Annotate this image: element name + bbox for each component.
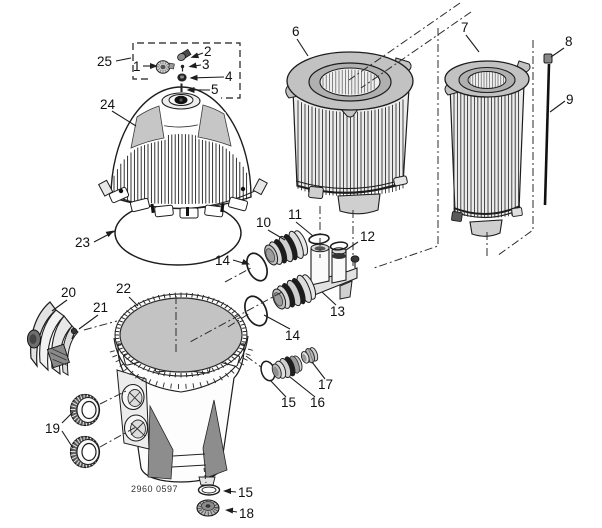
callout-2: 2 bbox=[204, 44, 212, 59]
filter-cartridge-large bbox=[285, 51, 414, 215]
drain-plug bbox=[196, 499, 220, 517]
cartridge-pleats bbox=[297, 99, 404, 196]
tie-rod bbox=[543, 53, 553, 206]
union-nut-upper bbox=[69, 393, 101, 427]
cartridge-core-pleats bbox=[469, 72, 504, 88]
leader-lines bbox=[51, 34, 566, 514]
callout-12: 12 bbox=[360, 229, 375, 244]
callout-15-side: 15 bbox=[281, 395, 296, 410]
union-adapter-upper bbox=[264, 230, 309, 266]
callout-7: 7 bbox=[461, 20, 469, 35]
dome-ribs bbox=[113, 134, 248, 204]
callout-14-lower: 14 bbox=[285, 328, 301, 343]
callout-10: 10 bbox=[256, 215, 271, 230]
callout-labels: 25 1 2 3 4 5 24 23 6 7 8 9 10 11 12 13 1… bbox=[45, 20, 574, 521]
cartridge-core-pleats bbox=[322, 69, 375, 95]
lid-clamp-tab bbox=[129, 197, 151, 213]
callout-14-upper: 14 bbox=[215, 253, 231, 268]
alignment-lines bbox=[83, 2, 534, 484]
manifold-pipe-tall bbox=[310, 246, 330, 286]
callout-22: 22 bbox=[116, 281, 131, 296]
lid-clamp-tab bbox=[108, 186, 130, 204]
lid-panel-right bbox=[197, 104, 232, 147]
callout-3: 3 bbox=[202, 57, 210, 72]
callout-17: 17 bbox=[318, 377, 333, 392]
valve-screw bbox=[180, 64, 185, 72]
callout-18: 18 bbox=[239, 506, 254, 521]
callout-8: 8 bbox=[565, 34, 573, 49]
callout-1: 1 bbox=[133, 59, 141, 74]
outlet-manifold bbox=[304, 243, 360, 300]
stub-o-ring bbox=[329, 241, 349, 251]
callout-11: 11 bbox=[288, 207, 302, 222]
arrowheads bbox=[105, 52, 250, 514]
callout-4: 4 bbox=[225, 69, 233, 84]
callout-5: 5 bbox=[211, 82, 219, 97]
callout-20: 20 bbox=[61, 285, 76, 300]
filter-tank-body bbox=[109, 292, 253, 486]
pipe-o-ring bbox=[308, 233, 330, 245]
drain-boss bbox=[198, 476, 216, 486]
drain-fitting-body bbox=[271, 355, 303, 379]
lid-panel-left bbox=[130, 105, 165, 149]
lid-serration bbox=[114, 292, 248, 378]
callout-24: 24 bbox=[100, 97, 116, 112]
bracket-pad bbox=[46, 343, 71, 369]
lid-clamp-tab bbox=[227, 196, 249, 212]
callout-23: 23 bbox=[75, 235, 90, 250]
union-adapter-lower bbox=[272, 274, 317, 310]
cartridge-foot bbox=[337, 193, 381, 215]
callout-19: 19 bbox=[45, 421, 60, 436]
bracket-screw bbox=[70, 327, 78, 340]
cartridge-pleats bbox=[453, 90, 520, 218]
union-nut-lower bbox=[69, 435, 101, 469]
tank-lid-plate bbox=[119, 297, 243, 373]
manifold-stub bbox=[350, 255, 360, 263]
callout-6: 6 bbox=[292, 24, 300, 39]
callout-15-bottom: 15 bbox=[238, 485, 253, 500]
mounting-bracket bbox=[27, 301, 79, 376]
pedestal-shadow-left bbox=[147, 404, 174, 480]
callout-25: 25 bbox=[97, 54, 112, 69]
drain-o-ring bbox=[197, 484, 221, 496]
callout-21: 21 bbox=[93, 300, 108, 315]
lid-clamp-tab bbox=[154, 204, 174, 218]
air-relief-valve bbox=[155, 60, 175, 74]
callout-9: 9 bbox=[566, 92, 574, 107]
drawing-number: 2960 0597 bbox=[131, 484, 178, 494]
hardware-kit-box bbox=[132, 42, 241, 99]
rod-nut bbox=[543, 53, 553, 64]
filter-lid-dome bbox=[97, 86, 268, 219]
callout-13: 13 bbox=[330, 304, 345, 319]
filter-cartridge-small bbox=[444, 60, 531, 237]
cartridge-foot bbox=[469, 219, 503, 237]
callout-16: 16 bbox=[310, 395, 325, 410]
union-o-ring-upper bbox=[246, 252, 268, 282]
valve-stem-fitting bbox=[177, 48, 192, 61]
valve-nut bbox=[177, 73, 187, 82]
